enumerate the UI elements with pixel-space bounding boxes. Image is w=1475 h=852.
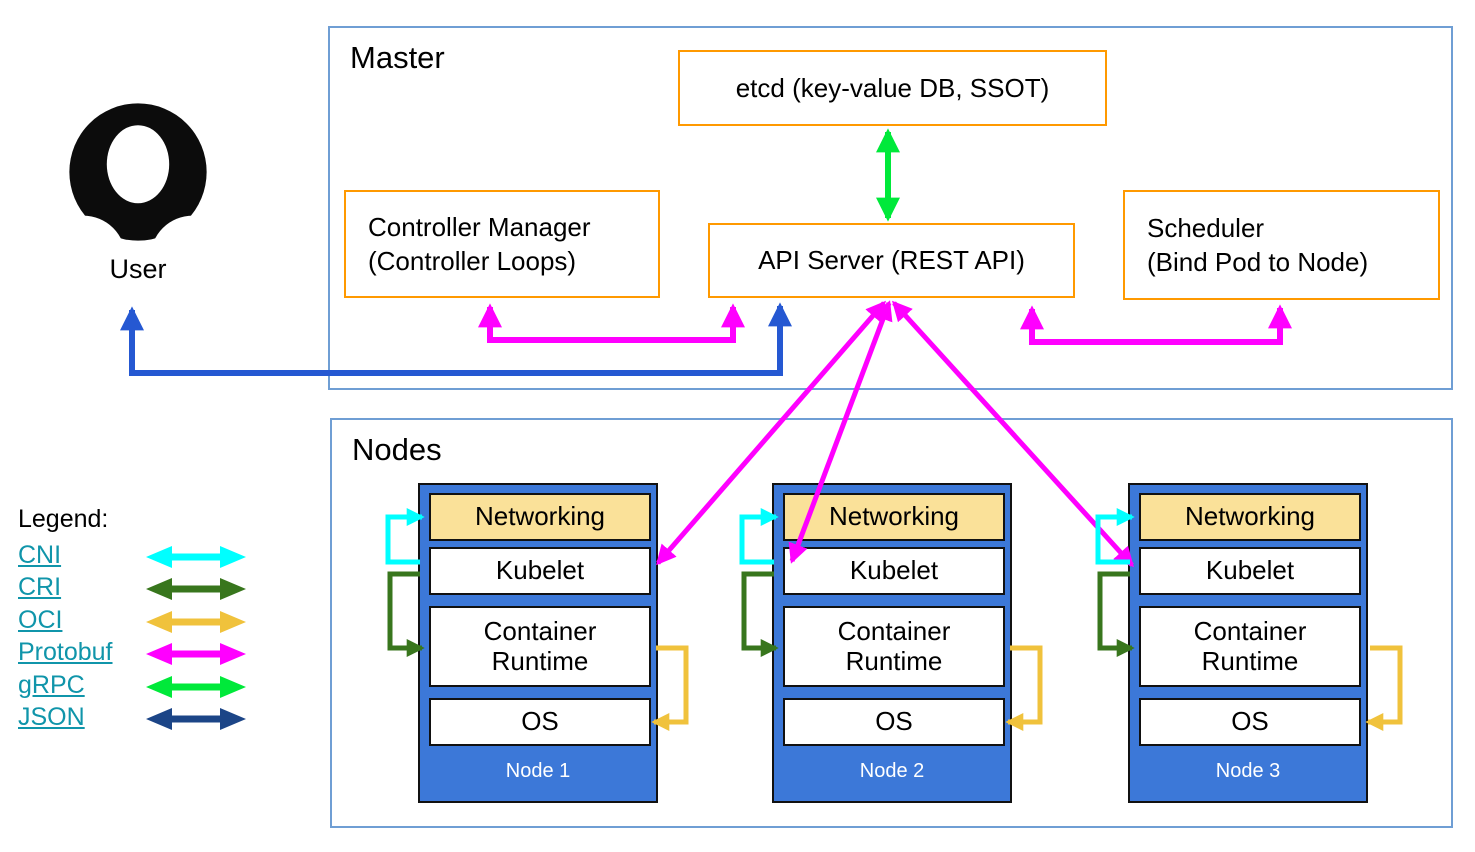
legend-link-cni[interactable]: CNI bbox=[18, 541, 62, 569]
legend-title: Legend: bbox=[18, 505, 109, 533]
user-figure: User bbox=[58, 94, 218, 285]
node2-container-runtime-box: Container Runtime bbox=[783, 606, 1005, 687]
legend: Legend: CNI CRI OCI Protobuf gRP bbox=[18, 505, 268, 735]
nodes-section-title: Nodes bbox=[352, 432, 442, 467]
legend-link-json[interactable]: JSON bbox=[18, 702, 85, 731]
node1-container-runtime-box: Container Runtime bbox=[429, 606, 651, 687]
node3-name: Node 3 bbox=[1215, 760, 1281, 782]
api-server-box: API Server (REST API) bbox=[708, 223, 1075, 298]
node2-networking-box: Networking bbox=[783, 493, 1005, 541]
legend-row-json: JSON bbox=[18, 703, 268, 735]
node-1: Networking Kubelet Container Runtime OS … bbox=[418, 483, 658, 803]
scheduler-label: Scheduler bbox=[1147, 212, 1265, 243]
legend-row-cni: CNI bbox=[18, 541, 268, 573]
node2-kubelet-box: Kubelet bbox=[783, 547, 1005, 595]
node1-os-box: OS bbox=[429, 698, 651, 746]
protobuf-double-arrow-icon bbox=[146, 643, 246, 666]
scheduler-box: Scheduler (Bind Pod to Node) bbox=[1123, 190, 1440, 300]
node-3: Networking Kubelet Container Runtime OS … bbox=[1128, 483, 1368, 803]
legend-link-oci[interactable]: OCI bbox=[18, 605, 63, 634]
oci-double-arrow-icon bbox=[146, 610, 246, 633]
legend-row-grpc: gRPC bbox=[18, 671, 268, 703]
controller-manager-label: Controller Manager bbox=[368, 211, 591, 242]
controller-manager-box: Controller Manager (Controller Loops) bbox=[344, 190, 660, 298]
api-server-label: API Server (REST API) bbox=[758, 245, 1025, 276]
legend-link-cri[interactable]: CRI bbox=[18, 573, 62, 602]
legend-row-protobuf: Protobuf bbox=[18, 638, 268, 670]
legend-link-protobuf[interactable]: Protobuf bbox=[18, 638, 113, 667]
etcd-label: etcd (key-value DB, SSOT) bbox=[735, 72, 1050, 103]
legend-link-grpc[interactable]: gRPC bbox=[18, 670, 85, 699]
node3-container-runtime-box: Container Runtime bbox=[1139, 606, 1361, 687]
user-icon bbox=[60, 103, 216, 250]
node3-networking-box: Networking bbox=[1139, 493, 1361, 541]
legend-row-cri: CRI bbox=[18, 573, 268, 605]
node3-kubelet-box: Kubelet bbox=[1139, 547, 1361, 595]
cri-double-arrow-icon bbox=[146, 578, 246, 601]
cni-double-arrow-icon bbox=[146, 546, 246, 568]
node1-kubelet-box: Kubelet bbox=[429, 547, 651, 595]
grpc-double-arrow-icon bbox=[146, 675, 246, 698]
node2-name: Node 2 bbox=[859, 760, 925, 782]
legend-row-oci: OCI bbox=[18, 606, 268, 638]
user-label: User bbox=[109, 254, 167, 284]
scheduler-sublabel: (Bind Pod to Node) bbox=[1147, 247, 1369, 277]
node2-os-box: OS bbox=[783, 698, 1005, 746]
controller-manager-sublabel: (Controller Loops) bbox=[368, 246, 577, 276]
node3-os-box: OS bbox=[1139, 698, 1361, 746]
node1-name: Node 1 bbox=[505, 760, 571, 782]
etcd-box: etcd (key-value DB, SSOT) bbox=[678, 50, 1107, 126]
master-section-title: Master bbox=[350, 40, 445, 75]
node1-networking-box: Networking bbox=[429, 493, 651, 541]
node-2: Networking Kubelet Container Runtime OS … bbox=[772, 483, 1012, 803]
json-double-arrow-icon bbox=[146, 707, 246, 730]
